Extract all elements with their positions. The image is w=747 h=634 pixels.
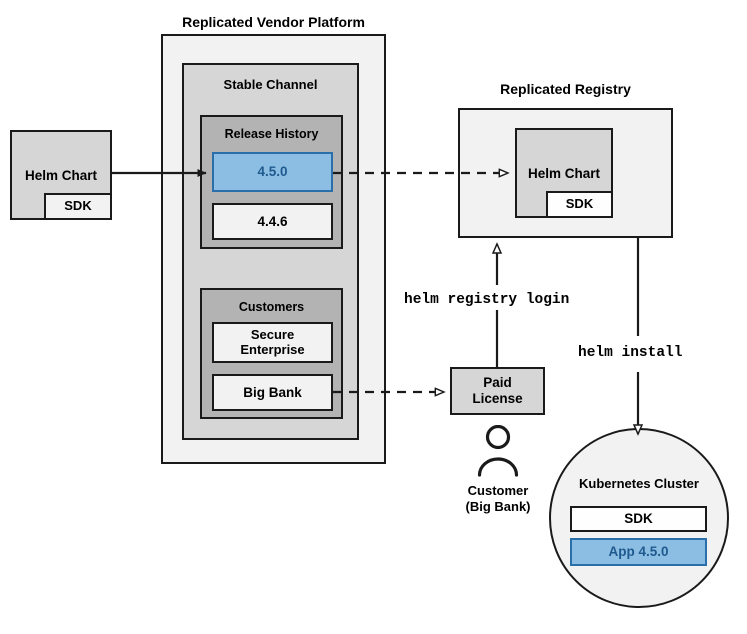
release-item-450[interactable]: 4.5.0 <box>212 152 333 192</box>
registry-helm-chart-sdk: SDK <box>546 191 613 218</box>
customer-actor-line1: Customer <box>467 483 529 498</box>
cluster-item-sdk: SDK <box>570 506 707 532</box>
source-helm-chart-sdk: SDK <box>44 193 112 220</box>
release-item-446[interactable]: 4.4.6 <box>212 203 333 240</box>
person-icon <box>473 424 523 477</box>
cluster-item-app: App 4.5.0 <box>570 538 707 566</box>
customer-actor-caption: Customer (Big Bank) <box>433 483 563 514</box>
customer-secure-enterprise[interactable]: Secure Enterprise <box>212 322 333 363</box>
command-helm-install: helm install <box>578 345 683 361</box>
stable-channel-label: Stable Channel <box>223 77 318 92</box>
platform-title: Replicated Vendor Platform <box>182 14 365 30</box>
kubernetes-cluster-label: Kubernetes Cluster <box>579 476 699 491</box>
customers-label: Customers <box>238 300 305 314</box>
registry-title: Replicated Registry <box>500 81 631 97</box>
release-history-label: Release History <box>224 127 319 141</box>
customer-big-bank[interactable]: Big Bank <box>212 374 333 411</box>
customer-actor-line2: (Big Bank) <box>465 498 531 514</box>
paid-license-box: Paid License <box>450 367 545 415</box>
command-helm-registry-login: helm registry login <box>404 292 570 308</box>
